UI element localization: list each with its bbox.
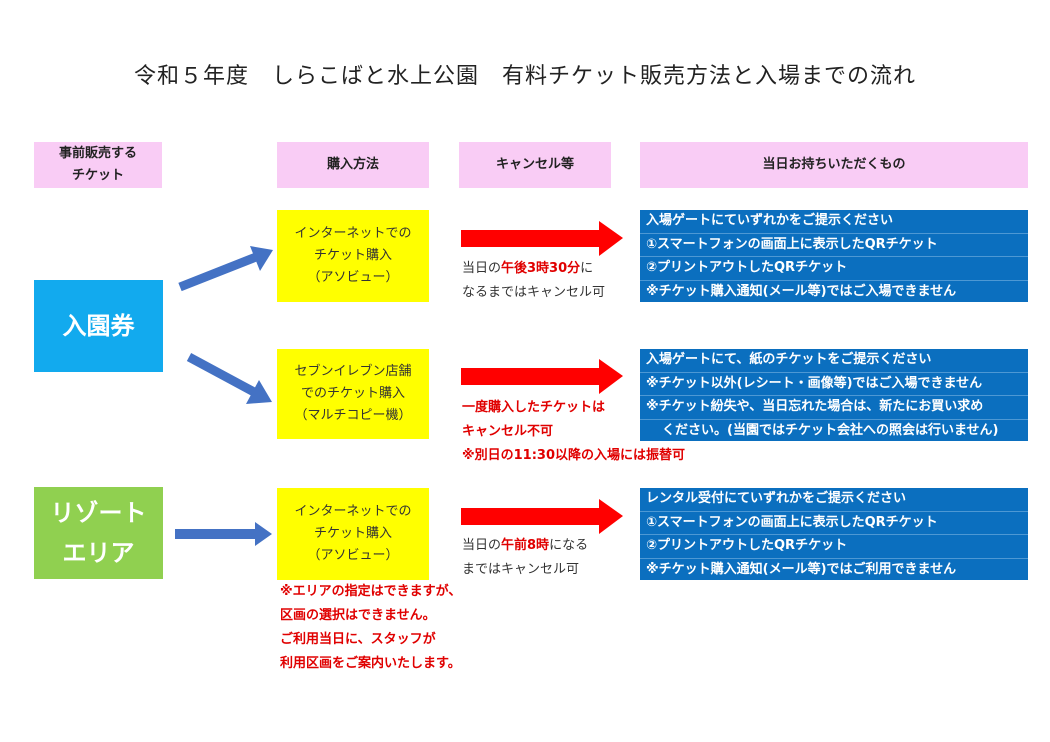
method-line: でのチケット購入 <box>300 386 405 401</box>
cancel-transfer-note: ※別日の11:30以降の入場には振替可 <box>462 448 686 463</box>
cancel-note-admission-internet: 当日の午後3時30分に なるまではキャンセル可 <box>462 257 637 305</box>
resort-note-line: ご利用当日に、スタッフが <box>280 632 436 647</box>
header-advance-ticket: 事前販売する チケット <box>34 142 162 188</box>
header-cancellation: キャンセル等 <box>459 142 611 188</box>
method-line: チケット購入 <box>313 248 392 263</box>
method-seven-eleven: セブンイレブン店舗 でのチケット購入 （マルチコピー機） <box>277 349 429 439</box>
ticket-resort-area: リゾート エリア <box>34 487 163 579</box>
info-line: ※チケット購入通知(メール等)ではご利用できません <box>646 561 957 577</box>
blue-arrow-admission-to-internet <box>178 246 273 292</box>
info-line: ください。(当園ではチケット会社への照会は行いません) <box>662 422 999 438</box>
ticket-resort-line2: エリア <box>62 539 135 567</box>
info-line: 入場ゲートにて、紙のチケットをご提示ください <box>640 349 1028 373</box>
header-purchase-method: 購入方法 <box>277 142 429 188</box>
cancel-deadline: 午前8時 <box>501 538 550 553</box>
bring-info-resort: レンタル受付にていずれかをご提示ください ①スマートフォンの画面上に表示したQR… <box>640 488 1028 580</box>
cancel-pre: 当日の <box>462 261 502 276</box>
info-line: 入場ゲートにていずれかをご提示ください <box>640 210 1028 234</box>
method-line: （アソビュー） <box>307 548 399 563</box>
method-line: （マルチコピー機） <box>294 408 412 423</box>
resort-note-line: 区画の選択はできません。 <box>280 608 436 623</box>
cancel-post: になる <box>549 538 589 553</box>
ticket-admission-label: 入園券 <box>62 312 135 340</box>
info-line: ②プリントアウトしたQRチケット <box>640 535 1028 559</box>
cancel-line: キャンセル不可 <box>462 424 554 439</box>
info-line: ※チケット購入通知(メール等)ではご入場できません <box>646 283 957 299</box>
method-line: セブンイレブン店舗 <box>294 364 412 379</box>
cancel-deadline: 午後3時30分 <box>501 261 581 276</box>
header-advance-line1: 事前販売する <box>58 146 137 161</box>
cancel-note-resort: 当日の午前8時になる まではキャンセル可 <box>462 534 637 582</box>
bring-info-seven-eleven: 入場ゲートにて、紙のチケットをご提示ください ※チケット以外(レシート・画像等)… <box>640 349 1028 441</box>
info-line: ①スマートフォンの画面上に表示したQRチケット <box>640 512 1028 535</box>
red-arrow-cancel-1 <box>461 221 623 256</box>
page-title: 令和５年度 しらこばと水上公園 有料チケット販売方法と入場までの流れ <box>133 64 916 89</box>
info-line: ①スマートフォンの画面上に表示したQRチケット <box>640 234 1028 257</box>
ticket-resort-line1: リゾート <box>50 499 147 527</box>
blue-arrow-admission-to-seven <box>186 353 272 404</box>
bring-info-admission-internet: 入場ゲートにていずれかをご提示ください ①スマートフォンの画面上に表示したQRチ… <box>640 210 1028 302</box>
cancel-line: 一度購入したチケットは <box>462 400 606 415</box>
ticket-admission: 入園券 <box>34 280 163 372</box>
info-line: レンタル受付にていずれかをご提示ください <box>640 488 1028 512</box>
resort-area-note: ※エリアの指定はできますが、 区画の選択はできません。 ご利用当日に、スタッフが… <box>280 580 540 676</box>
cancel-note-seven-eleven: 一度購入したチケットは キャンセル不可 ※別日の11:30以降の入場には振替可 <box>462 396 722 468</box>
red-arrow-cancel-3 <box>461 499 623 534</box>
method-line: インターネットでの <box>294 226 412 241</box>
method-line: チケット購入 <box>313 526 392 541</box>
cancel-line2: なるまではキャンセル可 <box>462 285 606 300</box>
info-line: ※チケット紛失や、当日忘れた場合は、新たにお買い求め <box>640 396 1028 420</box>
header-advance-line2: チケット <box>71 168 124 183</box>
info-line: ②プリントアウトしたQRチケット <box>640 257 1028 281</box>
cancel-post: に <box>580 261 594 276</box>
blue-arrow-resort-to-internet <box>175 522 272 546</box>
red-arrow-cancel-2 <box>461 359 623 394</box>
method-line: インターネットでの <box>294 504 412 519</box>
cancel-pre: 当日の <box>462 538 502 553</box>
resort-note-line: ※エリアの指定はできますが、 <box>280 584 462 599</box>
cancel-line2: まではキャンセル可 <box>462 562 580 577</box>
resort-note-line: 利用区画をご案内いたします。 <box>280 656 461 671</box>
method-line: （アソビュー） <box>307 270 399 285</box>
header-items-to-bring: 当日お持ちいただくもの <box>640 142 1028 188</box>
method-internet-resort: インターネットでの チケット購入 （アソビュー） <box>277 488 429 580</box>
method-internet-admission: インターネットでの チケット購入 （アソビュー） <box>277 210 429 302</box>
info-line: ※チケット以外(レシート・画像等)ではご入場できません <box>640 373 1028 396</box>
